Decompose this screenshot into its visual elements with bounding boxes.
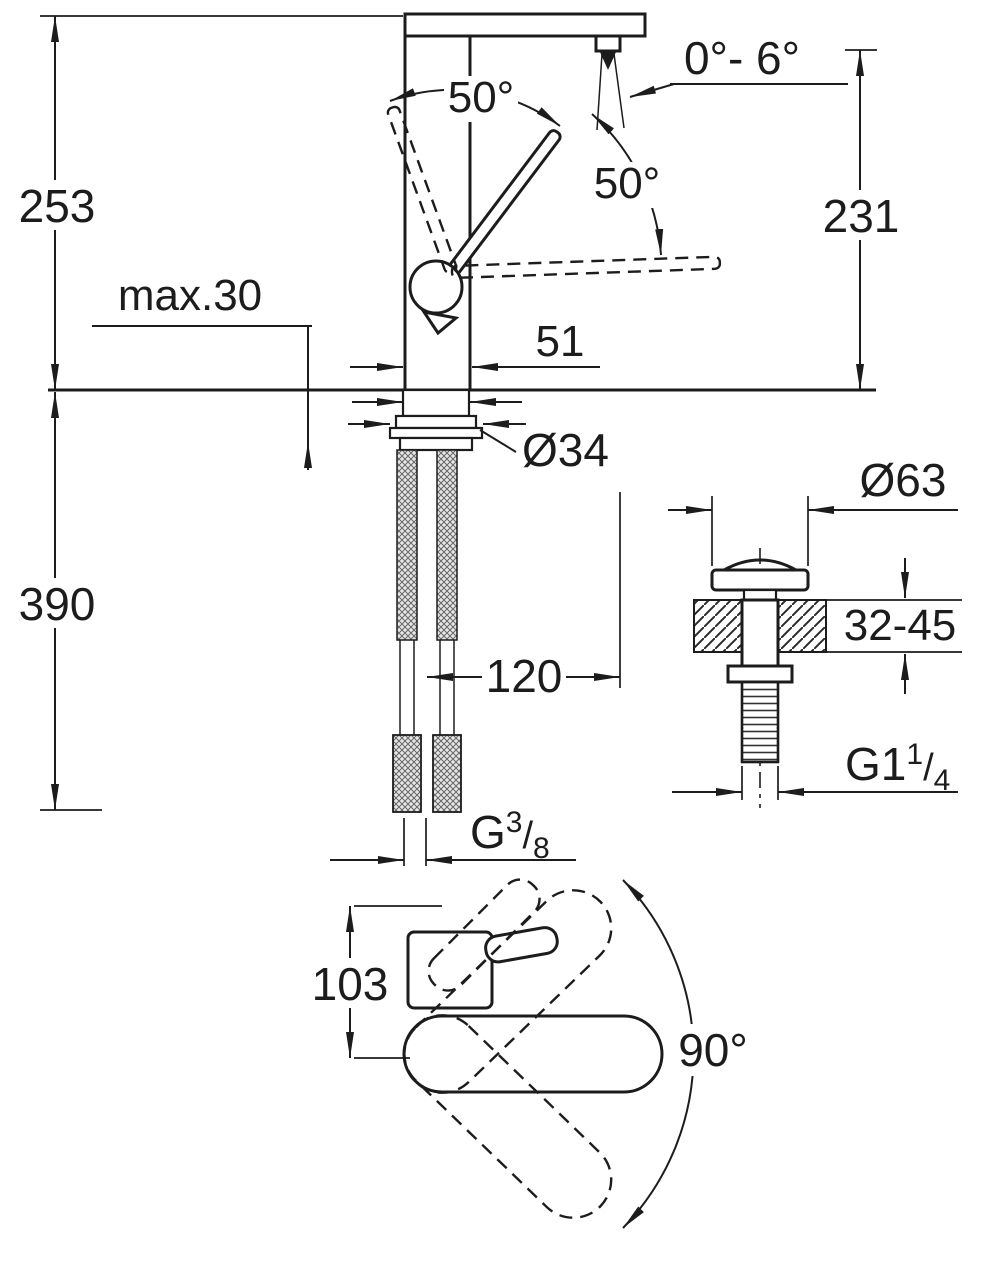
spray-line-right bbox=[613, 53, 625, 129]
dim-253-label-bg bbox=[16, 180, 98, 230]
dim-90-label: 90° bbox=[678, 1024, 748, 1076]
g38-slash: / bbox=[522, 815, 533, 857]
deck-section-left bbox=[693, 599, 743, 653]
dim-o34: Ø34 bbox=[348, 398, 609, 476]
dim-50-lower-label: 50° bbox=[594, 159, 661, 208]
g114-numerator: 1 bbox=[906, 738, 923, 771]
waste-valve-detail: Ø63 32-45 G11/4 bbox=[668, 454, 964, 808]
waste-threaded-body bbox=[740, 680, 780, 764]
dim-103-label: 103 bbox=[312, 958, 389, 1010]
waste-cap-dome bbox=[723, 558, 797, 572]
dim-231-label-bg bbox=[816, 190, 906, 240]
dim-231-label: 231 bbox=[823, 190, 900, 242]
dim-120: 120 bbox=[427, 492, 621, 702]
dim-390-label-bg bbox=[16, 578, 98, 628]
dim-tilt-leader bbox=[629, 83, 675, 98]
dim-3245-label: 32-45 bbox=[844, 601, 957, 650]
top-view-spout-dashed-down bbox=[403, 1014, 613, 1219]
washer-lower bbox=[388, 426, 484, 440]
dim-3245-label-bg bbox=[836, 602, 964, 650]
g38-denominator: 8 bbox=[533, 832, 550, 865]
faucet-top-view: 90° 103 bbox=[308, 878, 762, 1229]
dim-50-upper-bg bbox=[444, 76, 518, 122]
base-shank bbox=[401, 388, 471, 418]
dim-max30: max.30 bbox=[92, 271, 312, 470]
waste-body bbox=[740, 598, 780, 668]
dim-51: 51 bbox=[350, 317, 600, 371]
dim-g114-label: G11/4 bbox=[845, 738, 950, 797]
spout-nozzle bbox=[594, 34, 622, 53]
braided-hose-left bbox=[396, 449, 418, 641]
dim-o34-label: Ø34 bbox=[522, 424, 609, 476]
mounting-plate bbox=[398, 436, 474, 452]
handle-base-detail bbox=[420, 309, 460, 336]
hose-nut-right bbox=[432, 734, 462, 813]
top-view-handle bbox=[484, 926, 559, 964]
dim-max30-label: max.30 bbox=[118, 271, 262, 320]
dim-handle-angles: 50° 50° bbox=[389, 73, 664, 256]
dim-tilt-label: 0°- 6° bbox=[684, 32, 800, 84]
waste-cap bbox=[710, 568, 810, 592]
waste-locknut bbox=[726, 664, 794, 684]
dim-390: 390 bbox=[16, 392, 102, 811]
handle-lever-dashed-open bbox=[450, 255, 722, 280]
top-view-body-plate bbox=[406, 930, 494, 1010]
handle-pivot bbox=[408, 259, 464, 315]
dim-120-label-bg bbox=[482, 652, 566, 700]
dim-o34-leader bbox=[479, 429, 517, 453]
top-view-spout bbox=[402, 1014, 664, 1094]
deck-section-right bbox=[777, 599, 827, 653]
dim-390-label: 390 bbox=[19, 578, 96, 630]
top-view-spout-dashed-up bbox=[403, 889, 613, 1094]
hose-nut-left bbox=[392, 734, 422, 813]
g114-denominator: 4 bbox=[934, 764, 951, 797]
dim-231: 231 bbox=[816, 49, 906, 390]
dim-g38: G3/8 bbox=[330, 806, 576, 865]
washer-upper bbox=[394, 414, 478, 430]
braided-hose-right bbox=[436, 449, 458, 641]
dim-253: 253 bbox=[16, 15, 403, 390]
dim-50-lower-bg bbox=[590, 162, 664, 208]
dim-120-label: 120 bbox=[486, 650, 563, 702]
dim-90-label-bg bbox=[666, 1024, 762, 1076]
dim-50-upper-label: 50° bbox=[448, 73, 515, 122]
g114-prefix: G1 bbox=[845, 738, 906, 790]
dim-o63-label: Ø63 bbox=[860, 454, 947, 506]
g38-numerator: 3 bbox=[506, 806, 523, 839]
dim-103-label-bg bbox=[308, 958, 392, 1008]
water-outlet-marker bbox=[600, 52, 616, 70]
dim-g38-label: G3/8 bbox=[470, 806, 550, 865]
dim-253-label: 253 bbox=[19, 180, 96, 232]
g38-prefix: G bbox=[470, 806, 506, 858]
dim-51-label: 51 bbox=[536, 317, 585, 366]
g114-slash: / bbox=[923, 747, 934, 789]
mounting-assembly bbox=[388, 388, 484, 866]
dim-tilt: 0°- 6° bbox=[629, 32, 848, 98]
spout-top-plate bbox=[403, 12, 647, 38]
